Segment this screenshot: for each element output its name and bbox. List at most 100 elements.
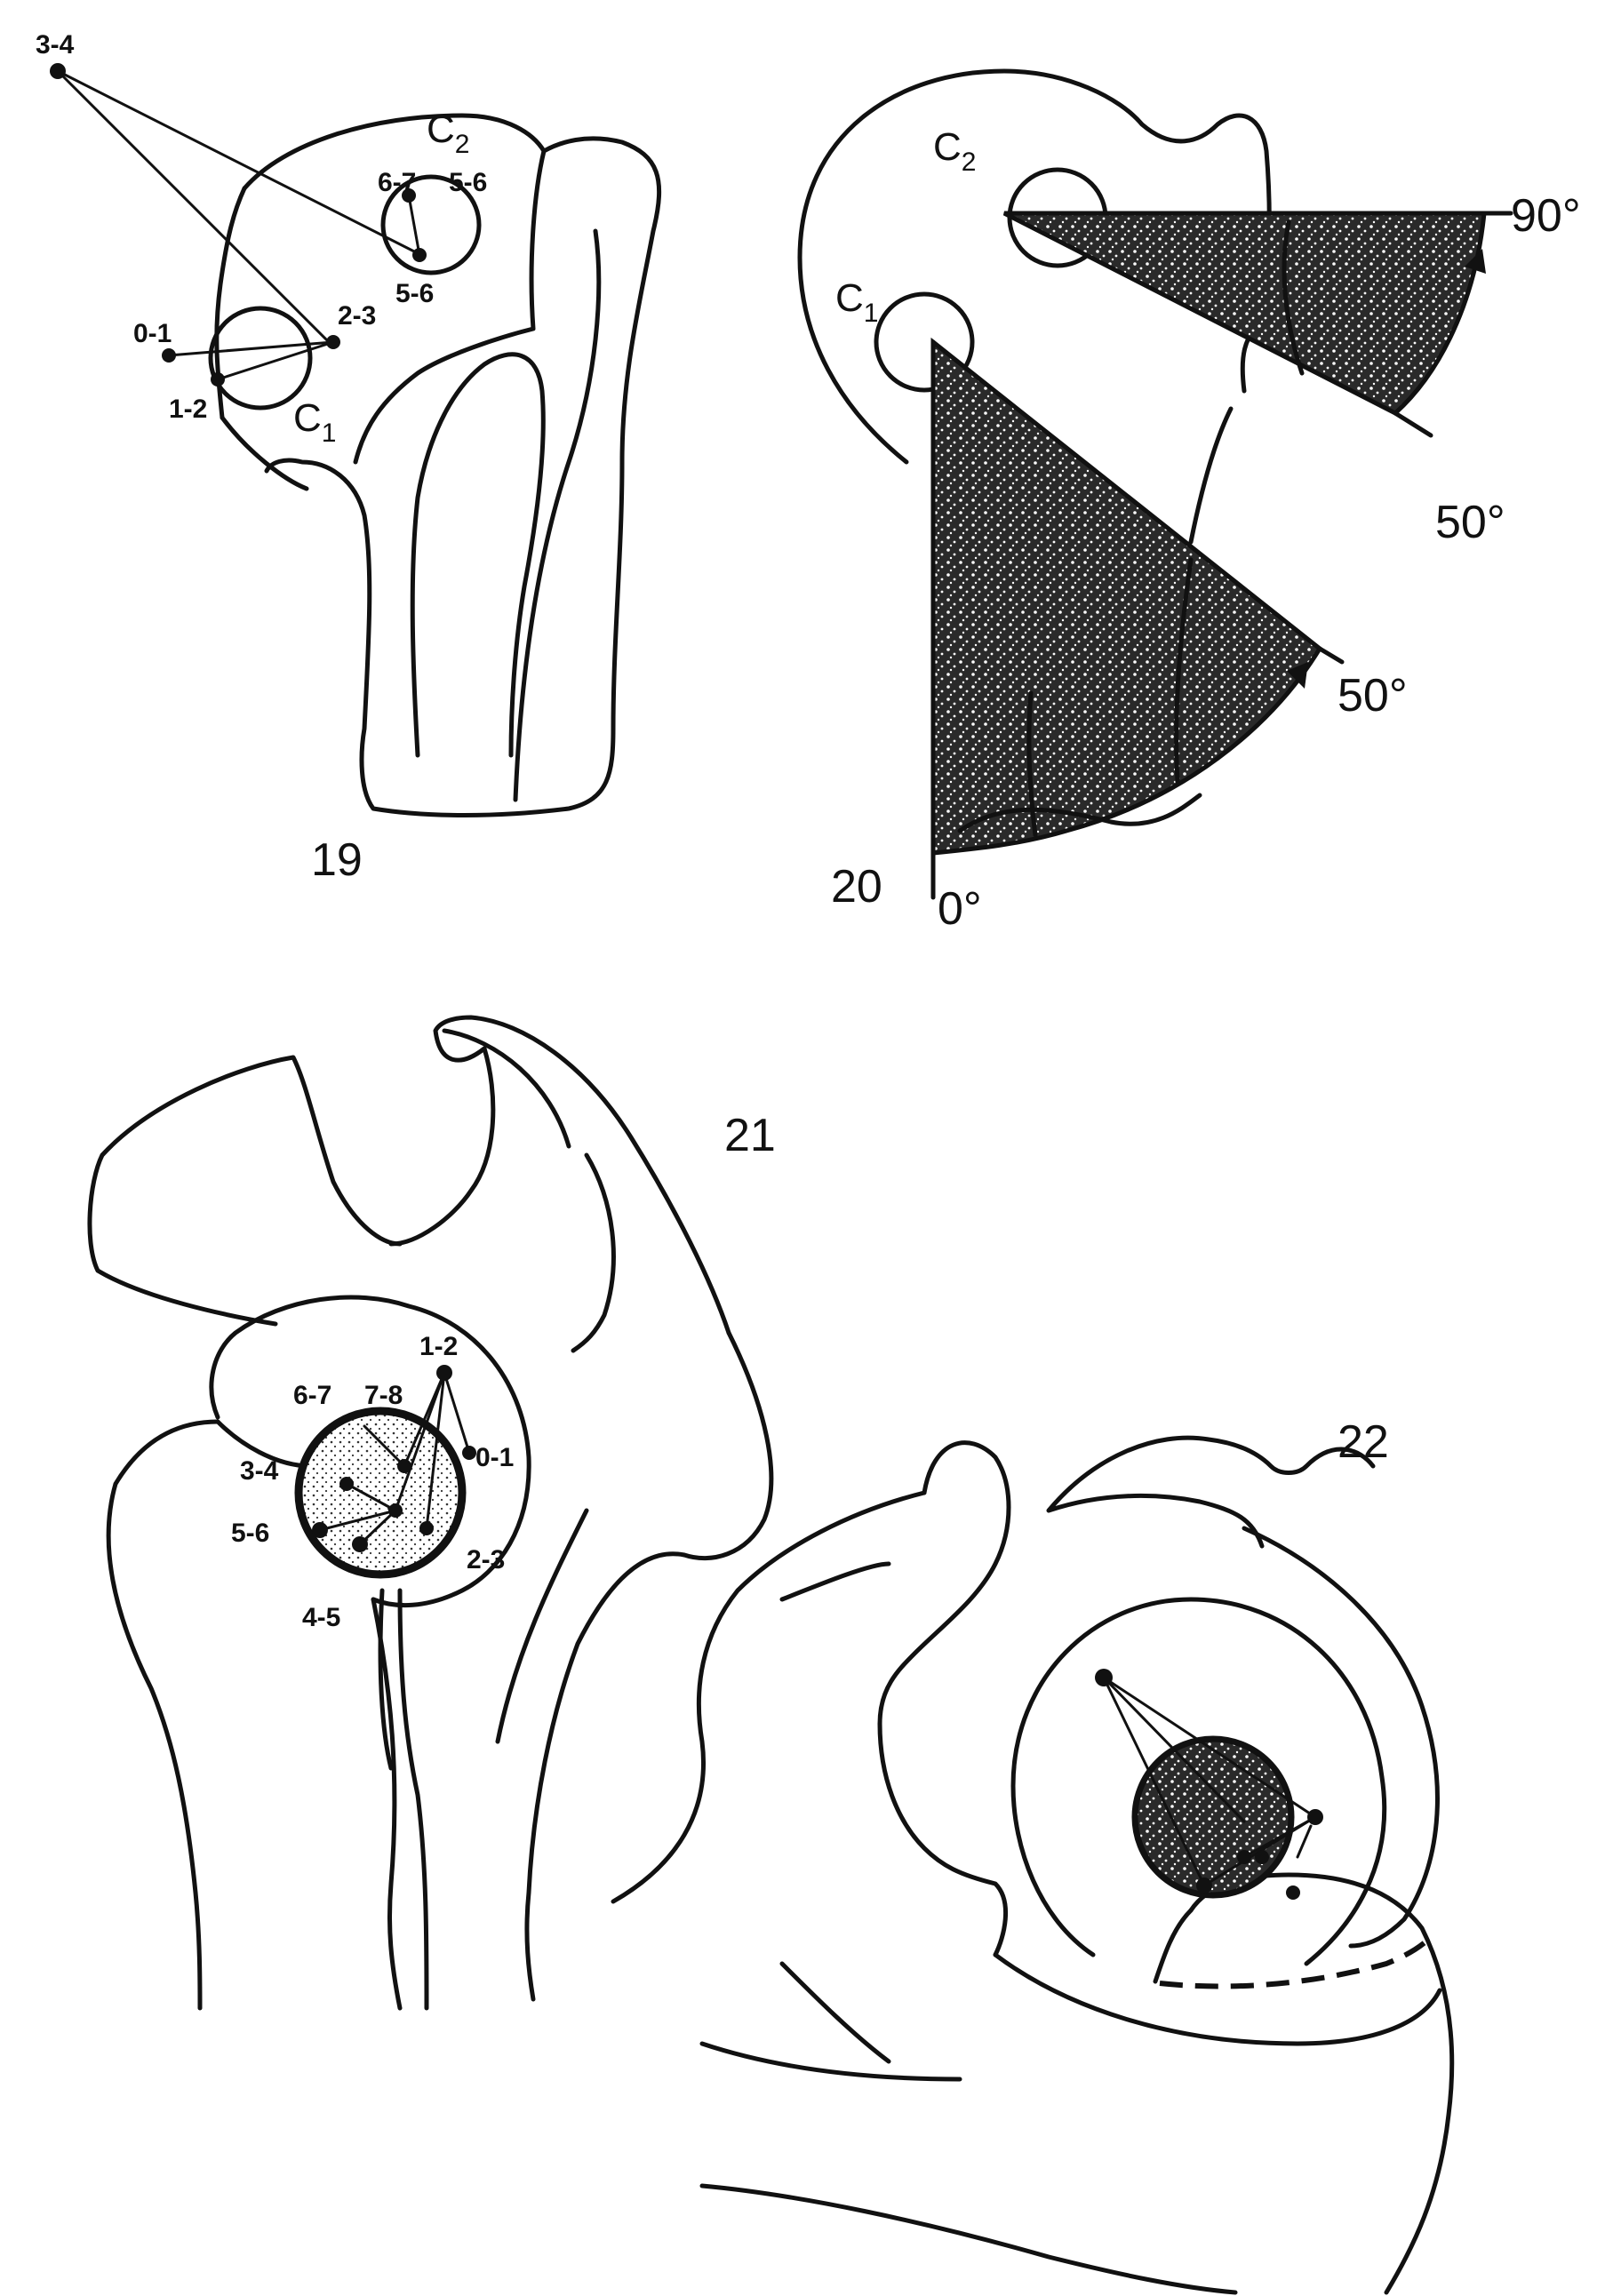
angle-label: 90° xyxy=(1511,190,1581,242)
ray-line xyxy=(56,69,419,255)
point-marker xyxy=(1237,1850,1251,1864)
figure-19: C2 C1 3-4 6-7 5-6 5-6 2-3 0-1 1-2 19 xyxy=(36,30,661,886)
point-label: 5-6 xyxy=(395,279,434,308)
ray-fan xyxy=(318,1371,471,1546)
contact-area-circle xyxy=(1131,1735,1295,1899)
point-label: 2-3 xyxy=(338,301,376,331)
angle-leader xyxy=(1317,646,1345,665)
point-marker xyxy=(50,63,66,79)
humeral-head-outline xyxy=(209,1295,531,1607)
coracoid-process xyxy=(388,1015,731,1335)
scapula-outline xyxy=(442,1028,774,2002)
point-marker xyxy=(162,348,176,363)
acromion-edge xyxy=(779,1561,891,1602)
sector-divider xyxy=(1282,219,1305,376)
figure-number: 22 xyxy=(1337,1416,1389,1468)
point-label: 0-1 xyxy=(133,319,172,348)
point-marker xyxy=(419,1521,434,1535)
point-marker xyxy=(312,1522,328,1538)
c2-label: C2 xyxy=(427,108,469,159)
shaft-line xyxy=(513,228,602,802)
bicipital-groove xyxy=(397,1588,429,2011)
scapula-outline xyxy=(611,1490,927,1904)
figure-number: 20 xyxy=(831,861,882,913)
point-label: 2-3 xyxy=(467,1545,505,1575)
bicipital-groove xyxy=(378,1588,394,1771)
point-marker xyxy=(1307,1809,1323,1825)
ray-line xyxy=(216,340,335,381)
groove-line xyxy=(1188,406,1234,545)
glenoid-rim xyxy=(571,1152,616,1353)
point-label: 4-5 xyxy=(302,1603,340,1632)
humerus-body xyxy=(1188,1872,1455,2295)
ray-line xyxy=(407,194,421,257)
intertubercular-groove xyxy=(410,352,546,758)
humerus-outline xyxy=(242,113,661,817)
point-marker xyxy=(397,1459,411,1473)
point-label: 3-4 xyxy=(240,1456,279,1486)
point-label: 1-2 xyxy=(419,1332,458,1361)
humerus-body xyxy=(1153,1908,1194,1984)
point-marker xyxy=(339,1477,354,1491)
point-marker xyxy=(1095,1669,1113,1686)
humerus-shaft xyxy=(106,1419,220,2011)
point-marker xyxy=(1196,1877,1212,1893)
humeral-head-outline xyxy=(1242,1526,1440,1949)
arrow-head xyxy=(1287,662,1308,689)
point-label: 3-4 xyxy=(36,30,75,60)
contact-area-circle xyxy=(294,1407,467,1579)
point-label: 5-6 xyxy=(231,1519,269,1548)
glenoid-circle xyxy=(1010,1597,1387,1966)
point-marker xyxy=(352,1536,368,1552)
hidden-contour xyxy=(1159,1934,1433,1989)
point-marker xyxy=(402,188,416,203)
figure-21: 1-2 6-7 7-8 3-4 0-1 5-6 2-3 4-5 21 xyxy=(87,1015,776,2011)
rotation-sector-upper xyxy=(1002,211,1487,417)
humerus-shaft xyxy=(371,1597,403,2011)
shaft-contour xyxy=(495,1508,589,1744)
humeral-head-top xyxy=(1046,1435,1376,1549)
angle-label: 50° xyxy=(1337,670,1408,721)
c1-label: C1 xyxy=(835,276,878,328)
angle-label: 50° xyxy=(1435,497,1505,548)
bone-lower-contour xyxy=(699,2041,1238,2295)
ray-line xyxy=(167,340,335,357)
point-marker xyxy=(1255,1850,1269,1864)
c1-label: C1 xyxy=(293,396,336,448)
bone-lower-contour xyxy=(779,1961,891,2064)
point-label: 6-7 xyxy=(293,1381,331,1410)
point-label: 0-1 xyxy=(475,1443,514,1472)
head-lower-curve xyxy=(220,415,309,491)
angle-leader xyxy=(1393,411,1433,438)
glenoid-outline xyxy=(993,1952,1442,2046)
point-label: 6-7 xyxy=(378,168,416,197)
bone-contour xyxy=(957,793,1202,833)
rotation-sector-lower xyxy=(930,337,1323,856)
arrow-head xyxy=(1465,249,1486,274)
point-marker xyxy=(326,335,340,349)
sector-divider xyxy=(1026,690,1038,838)
sector-divider xyxy=(1174,557,1194,785)
tuberosity-contour xyxy=(353,148,547,465)
point-label: 5-6 xyxy=(449,168,487,197)
angle-label: 0° xyxy=(938,883,982,935)
ray-line xyxy=(56,69,331,344)
point-marker xyxy=(436,1365,452,1381)
point-label: 1-2 xyxy=(169,395,207,424)
acromion-outline xyxy=(87,1055,403,1327)
figure-22: 22 xyxy=(611,1416,1455,2295)
circle-c1 xyxy=(874,291,975,393)
humeral-head-outline xyxy=(797,68,1272,465)
circle-c1 xyxy=(208,306,313,411)
figure-number: 21 xyxy=(724,1110,776,1161)
point-marker xyxy=(1286,1885,1300,1900)
point-marker xyxy=(462,1446,476,1460)
point-marker xyxy=(388,1503,403,1518)
scapula-outline xyxy=(877,1440,1011,1957)
figure-20: C2 C1 90° 50° 50° 0° 20 xyxy=(797,68,1581,935)
point-label: 7-8 xyxy=(364,1381,403,1410)
circle-c2 xyxy=(380,174,482,275)
figure-number: 19 xyxy=(311,834,363,886)
point-marker xyxy=(412,248,427,262)
